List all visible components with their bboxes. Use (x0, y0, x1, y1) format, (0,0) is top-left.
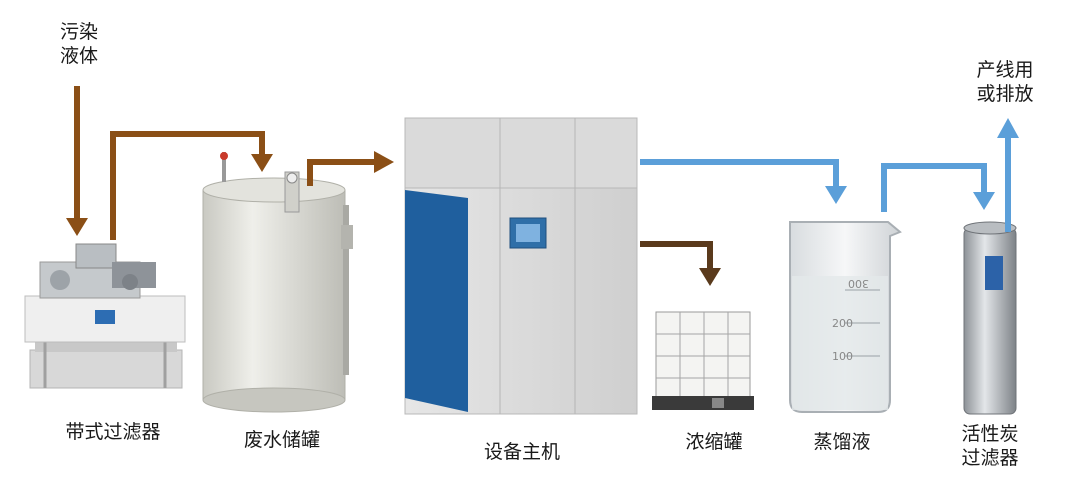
flow-tank-to-main (307, 159, 378, 186)
label-concentrate-tank: 浓缩罐 (685, 431, 743, 453)
label-wastewater-tank: 废水储罐 (243, 429, 320, 451)
flow-filter-to-tank (110, 131, 265, 240)
label-production-or-discharge: 产线用 或排放 (976, 59, 1034, 105)
flow-main-to-concentrate (640, 241, 713, 272)
label-distillate: 蒸馏液 (813, 431, 871, 453)
beaker-scale-300: 300 (848, 277, 869, 290)
label-activated-carbon-filter: 活性炭 过滤器 (961, 423, 1019, 469)
flow-filter-out-arrowhead (997, 118, 1019, 138)
beaker-scale-100: 100 (832, 350, 853, 363)
cabinet-blue-door (405, 190, 468, 412)
flow-filter-to-tank-arrowhead (251, 154, 273, 172)
flow-contaminated-in-arrowhead (66, 218, 88, 236)
distillate-beaker-equipment: 300 200 100 (789, 221, 902, 413)
belt-filter-equipment (24, 243, 186, 389)
flow-distillate-to-filter-arrowhead (973, 192, 995, 210)
concentrate-tank-equipment (652, 311, 754, 410)
label-contaminated-liquid: 污染 液体 (59, 21, 98, 67)
beaker-scale-200: 200 (832, 317, 853, 330)
flow-main-to-concentrate-arrowhead (699, 268, 721, 286)
flow-tank-to-main-arrowhead (374, 151, 394, 173)
logo-mark (95, 310, 115, 324)
activated-carbon-filter-equipment (963, 221, 1017, 415)
wastewater-tank-equipment (202, 152, 353, 413)
main-unit-equipment (404, 117, 638, 415)
label-belt-filter: 带式过滤器 (65, 421, 161, 443)
flow-main-to-distillate-arrowhead (825, 186, 847, 204)
label-main-unit: 设备主机 (483, 441, 560, 463)
flow-distillate-to-filter (881, 163, 987, 212)
flow-main-to-distillate (640, 159, 839, 190)
